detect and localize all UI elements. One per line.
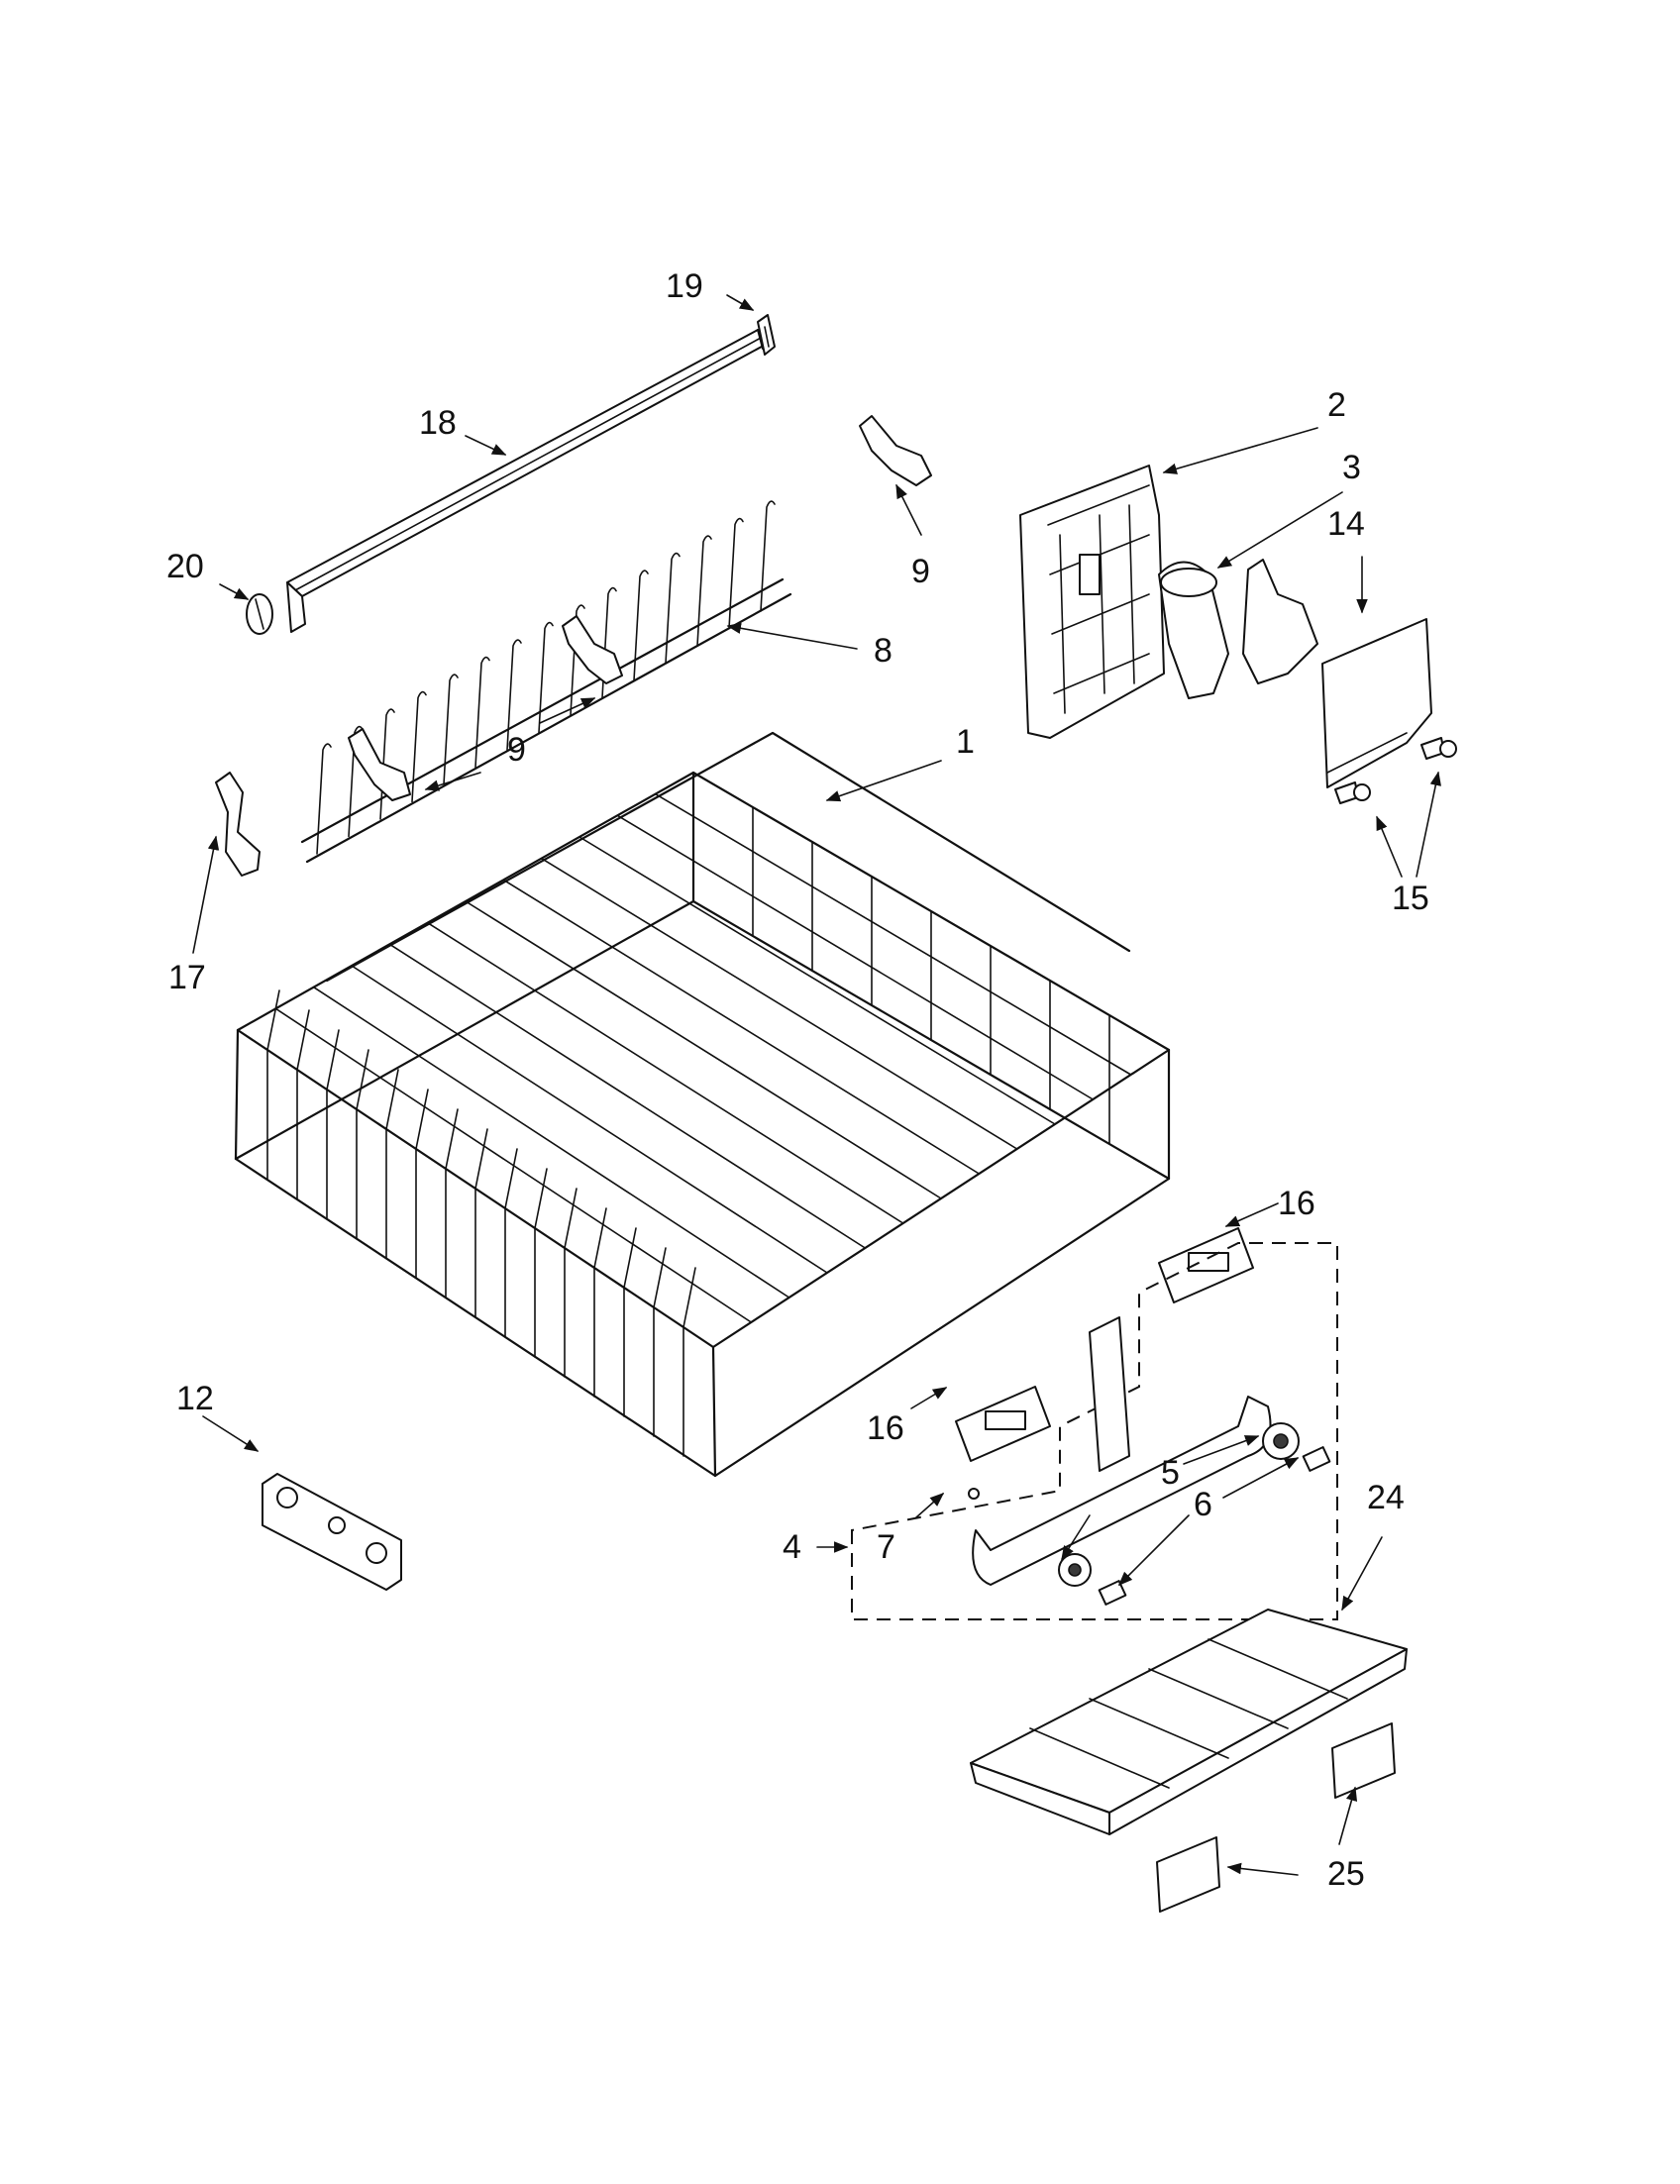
callout-3: 3 <box>1342 449 1361 486</box>
callout-5: 5 <box>1161 1454 1180 1492</box>
callout-1: 1 <box>956 723 975 761</box>
screws-part-15 <box>1334 737 1457 804</box>
callout-24: 24 <box>1367 1479 1405 1516</box>
rack-basket-part-1 <box>234 731 1171 1478</box>
clip-part-17 <box>215 772 261 877</box>
callout-8: 8 <box>874 632 892 670</box>
clip-part-9-mid <box>562 615 623 684</box>
callout-25: 25 <box>1327 1855 1365 1893</box>
rail-cap-part-20 <box>246 593 273 635</box>
assembly-outline-part-4 <box>851 1242 1338 1620</box>
callout-19: 19 <box>666 267 703 305</box>
callout-9-upper: 9 <box>911 553 930 590</box>
callout-16-lower: 16 <box>867 1409 904 1447</box>
callout-9-lower: 9 <box>507 731 526 769</box>
bumper-part-16-upper <box>1158 1227 1254 1303</box>
callout-15: 15 <box>1392 880 1429 917</box>
leader-lines <box>192 294 1441 1876</box>
callout-6: 6 <box>1194 1486 1212 1523</box>
cover-part-14 <box>1321 618 1432 788</box>
wheel-part-5 <box>1058 1422 1300 1587</box>
axle-part-6 <box>1098 1446 1331 1606</box>
clip-part-9-top <box>859 415 932 486</box>
adjuster-housing-part-2 <box>1019 465 1165 739</box>
end-cap-part-19 <box>757 314 776 356</box>
bumper-part-16-lower <box>955 1386 1051 1462</box>
callout-18: 18 <box>419 404 457 442</box>
callout-7: 7 <box>877 1528 895 1566</box>
callout-4: 4 <box>783 1528 801 1566</box>
clip-part-9-low <box>348 728 411 801</box>
clip-part-25-left <box>1156 1836 1220 1913</box>
tray-part-24 <box>970 1609 1408 1835</box>
callout-16-upper: 16 <box>1278 1185 1315 1222</box>
pin-part-7 <box>968 1488 980 1500</box>
callout-14: 14 <box>1327 505 1365 543</box>
tine-row-part-8 <box>300 500 792 864</box>
adjuster-arm-part-4 <box>972 1316 1272 1586</box>
clip-part-25-right <box>1331 1722 1396 1799</box>
rail-part-18 <box>286 329 772 633</box>
callout-20: 20 <box>166 548 204 585</box>
callout-12: 12 <box>176 1380 214 1417</box>
adjuster-handle-part-3 <box>1158 559 1318 699</box>
bracket-part-12 <box>262 1473 402 1591</box>
callout-17: 17 <box>168 959 206 996</box>
callout-2: 2 <box>1327 386 1346 424</box>
